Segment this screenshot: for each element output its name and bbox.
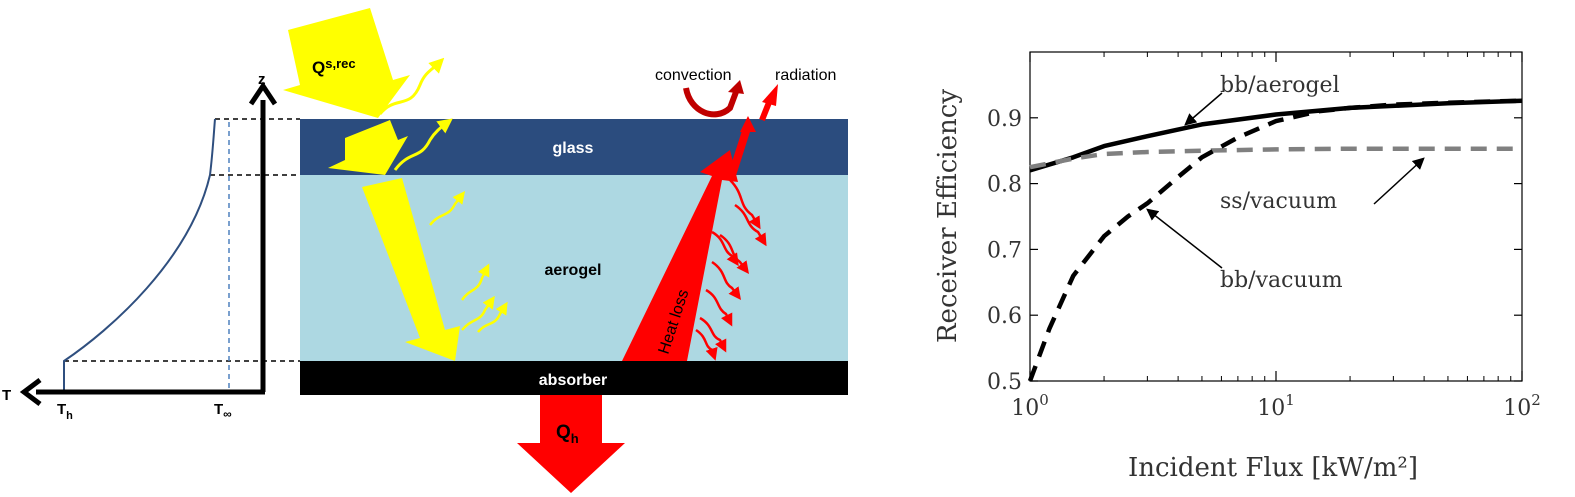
y-axis-label: Receiver Efficiency <box>933 89 963 343</box>
solar-glass-arrow <box>328 120 408 175</box>
radiation-label: radiation <box>775 67 836 84</box>
temperature-profile: z T Th T∞ <box>2 71 300 422</box>
solar-arrows: Qs,rec <box>283 8 508 361</box>
aerogel-label: aerogel <box>545 262 602 279</box>
series-ss-vacuum <box>1029 146 1522 170</box>
heat-ray-8 <box>695 328 718 361</box>
temperature-curve <box>63 118 216 392</box>
y-tick-label: 0.7 <box>987 238 1022 263</box>
solar-reflect-ray-2 <box>393 118 453 171</box>
solar-scatter-ray-2 <box>460 263 490 301</box>
heat-ray-3 <box>719 233 749 274</box>
absorber-layer <box>300 361 848 395</box>
annotation-bb-aerogel: bb/aerogel <box>1220 73 1340 98</box>
solar-reflect-ray-1 <box>378 57 445 115</box>
x-tick-label: 101 <box>1257 391 1295 421</box>
series-bb-vacuum <box>1027 98 1523 382</box>
convection-arrowhead <box>728 80 744 94</box>
x-tick-label: 102 <box>1503 391 1541 421</box>
q-h-arrow <box>517 395 625 493</box>
t-axis-arrowhead <box>19 378 42 406</box>
series-bb-aerogel <box>1029 98 1523 173</box>
heat-glass-arrow-shaft <box>728 123 752 177</box>
convection-arrow <box>683 87 739 118</box>
y-tick-label: 0.6 <box>987 304 1022 329</box>
series-group <box>1027 98 1523 382</box>
heat-ray-5 <box>705 288 733 327</box>
y-tick-label: 0.9 <box>987 107 1022 132</box>
annotation-arrow-bb-aerogel <box>1184 92 1223 126</box>
absorber-label: absorber <box>539 372 607 389</box>
heat-ray-4 <box>711 260 741 300</box>
axis-z-label: z <box>258 71 266 88</box>
x-ticks: 100 101 102 <box>1011 52 1541 421</box>
q-h-output: Qh <box>517 395 625 493</box>
radiation-arrow-shaft <box>759 98 773 122</box>
solar-scatter-ray-1 <box>429 191 466 226</box>
x-tick-label: 100 <box>1011 391 1049 421</box>
annotation-arrow-bb-vacuum <box>1146 208 1223 269</box>
solar-aerogel-arrow <box>362 178 460 361</box>
heat-glass-arrowhead <box>740 116 756 132</box>
glass-label: glass <box>553 140 594 157</box>
radiation-arrowhead <box>762 84 778 106</box>
heat-ray-1 <box>729 179 761 230</box>
annotation-ss-vacuum: ss/vacuum <box>1220 189 1337 214</box>
x-axis-label: Incident Flux [kW/m²] <box>1128 453 1418 483</box>
heat-loss-arrow <box>622 150 738 361</box>
solar-input-arrow <box>283 8 410 118</box>
solar-scatter-ray-4 <box>477 301 508 333</box>
q-solar-label: Qs,rec <box>312 56 356 77</box>
annotation-arrow-ss-vacuum <box>1373 157 1425 205</box>
solar-scatter-ray-3 <box>461 295 495 331</box>
q-h-label: Qh <box>556 422 579 446</box>
heat-ray-2 <box>734 203 767 247</box>
receiver-layers: glass aerogel absorber <box>300 119 848 395</box>
t-inf-label: T∞ <box>214 401 232 421</box>
y-tick-label: 0.8 <box>987 173 1022 198</box>
annotation-bb-vacuum: bb/vacuum <box>1220 268 1343 293</box>
axis-t-label: T <box>2 387 11 404</box>
y-tick-label: 0.5 <box>987 370 1022 395</box>
t-h-label: Th <box>57 401 73 422</box>
convection-label: convection <box>655 67 732 84</box>
heat-loss-arrows: Heat loss convection radiation <box>622 67 836 361</box>
efficiency-chart: 0.5 0.6 0.7 0.8 0.9 100 101 102 Receiver Effic… <box>933 51 1541 483</box>
heat-ray-7 <box>711 230 739 267</box>
y-ticks: 0.5 0.6 0.7 0.8 0.9 <box>987 107 1522 395</box>
heat-ray-6 <box>699 316 727 353</box>
z-axis-arrowhead <box>248 81 278 106</box>
